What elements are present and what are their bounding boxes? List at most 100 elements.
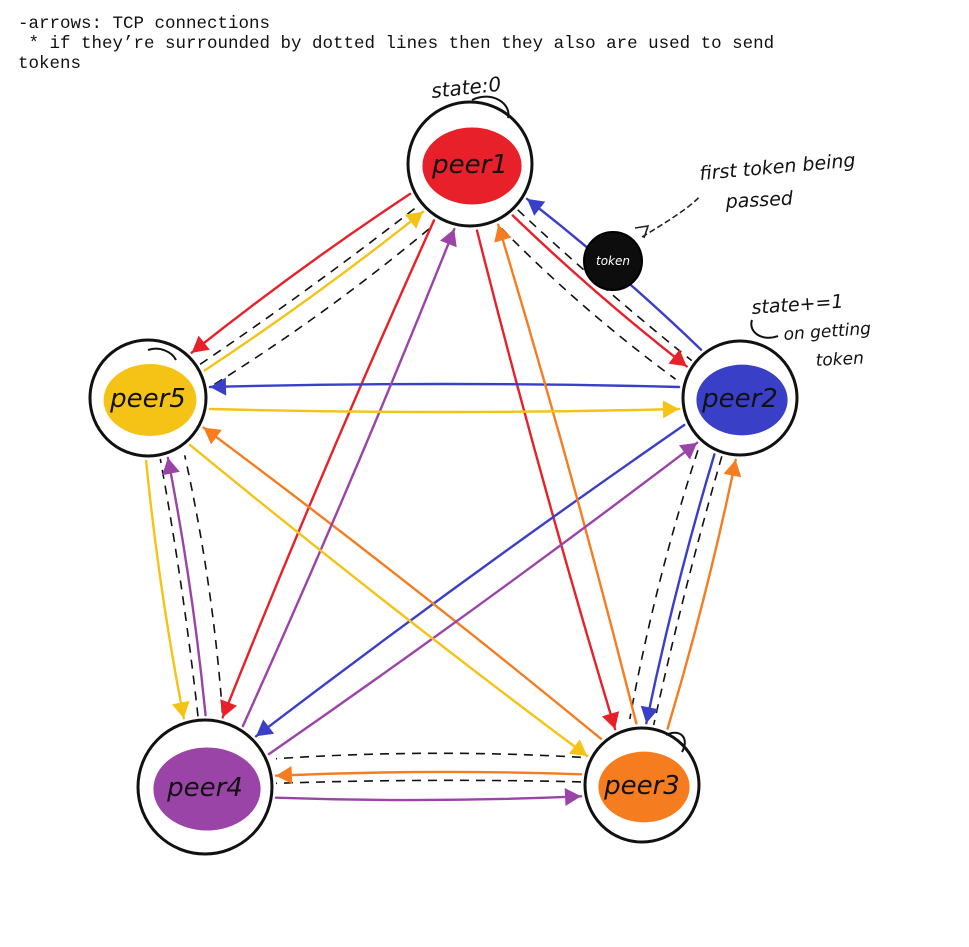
edge-arrowhead <box>275 766 293 784</box>
peer3-tag-curl <box>665 731 686 753</box>
token-ring-dash <box>214 224 434 385</box>
edge-peer2-to-peer4 <box>254 423 686 738</box>
state-init-annotation: state:0 <box>430 72 502 103</box>
token-ring-dash <box>275 779 582 785</box>
token-ring-outline-peer2-peer3 <box>629 450 723 726</box>
edge-arrowhead <box>569 739 588 756</box>
edge-line <box>666 458 737 730</box>
edge-peer3-to-peer5 <box>202 426 602 740</box>
edge-arrowhead <box>203 427 222 445</box>
edge-arrowhead <box>210 377 227 396</box>
peer4-fill <box>153 747 261 831</box>
edge-arrowhead <box>162 457 180 476</box>
peer2-label: peer2 <box>701 384 778 414</box>
peer3-outline <box>583 726 701 844</box>
edge-arrowhead <box>640 705 659 724</box>
edge-arrowhead <box>440 229 457 248</box>
edge-arrowhead <box>662 400 679 419</box>
edge-line <box>645 453 716 725</box>
edge-arrowhead <box>527 198 546 216</box>
token-ring-dash <box>159 458 199 717</box>
token-ring-dash <box>652 456 723 726</box>
peer5-outline <box>88 338 208 458</box>
edge-arrowhead <box>171 700 190 719</box>
token-ring-dash <box>199 204 420 365</box>
edge-peer5-to-peer1 <box>203 210 425 372</box>
token-ring-dash <box>183 455 224 713</box>
peer2-fill <box>696 364 788 436</box>
peer1-fill <box>422 127 522 205</box>
peer5-tag-curl <box>147 347 177 361</box>
edge-line <box>274 795 583 802</box>
peer2-node: peer2 <box>681 339 799 457</box>
state-init-pointer <box>471 95 510 119</box>
edge-line <box>497 223 638 725</box>
edge-line <box>254 423 686 738</box>
edge-arrowhead <box>220 699 237 718</box>
edge-line <box>190 192 412 354</box>
edge-line <box>166 456 207 717</box>
edge-line <box>208 407 681 414</box>
edge-peer5-to-peer4 <box>144 459 190 720</box>
edge-peer4-to-peer3 <box>274 788 583 806</box>
edge-peer1-to-peer2 <box>511 214 688 368</box>
edge-peer3-to-peer4 <box>274 766 583 784</box>
state-increment-pointer <box>750 319 779 339</box>
legend-line-2: * if they’re surrounded by dotted lines … <box>18 34 775 54</box>
edge-line <box>202 426 602 740</box>
token-ring-outline-peer3-peer4 <box>275 752 582 785</box>
token-ring-dash <box>275 752 581 760</box>
first-token-annotation-line-1: first token being <box>699 149 857 185</box>
peer1-label: peer1 <box>431 150 508 180</box>
edge-line <box>144 459 185 720</box>
peer4-node: peer4 <box>136 718 274 856</box>
edge-peer4-to-peer5 <box>162 456 207 717</box>
edge-line <box>267 441 699 756</box>
edge-arrowhead <box>564 788 582 806</box>
edge-line <box>511 214 688 368</box>
peer5-fill <box>103 364 197 436</box>
first-token-pointer-head <box>634 225 650 239</box>
edge-peer1-to-peer4 <box>220 219 436 719</box>
token-label: token <box>596 254 630 268</box>
edge-peer5-to-peer3 <box>188 443 589 758</box>
edge-peer4-to-peer2 <box>267 441 699 756</box>
first-token-pointer <box>641 195 701 238</box>
edge-peer5-to-peer2 <box>208 400 681 419</box>
edge-arrowhead <box>256 719 275 737</box>
token-ring-outline-peer4-peer5 <box>159 455 224 717</box>
peer3-fill <box>598 751 690 823</box>
peer5-node: peer5 <box>88 338 208 458</box>
peer-nodes: peer1 peer2 peer3 peer4 peer5 <box>88 100 799 856</box>
first-token-annotation-line-2: passed <box>724 187 794 213</box>
state-increment-annotation-line-2: on getting <box>783 319 872 345</box>
peer1-node: peer1 <box>406 100 534 228</box>
token-group: token <box>583 195 701 291</box>
edge-arrowhead <box>494 224 512 243</box>
token-ring-outline-peer1-peer2 <box>500 209 693 380</box>
edge-arrowhead <box>191 335 210 353</box>
edge-peer3-to-peer2 <box>666 458 742 730</box>
edge-arrowhead <box>679 442 698 460</box>
edge-line <box>208 382 681 389</box>
state-increment-annotation-line-3: token <box>815 349 864 371</box>
edge-peer1-to-peer5 <box>190 192 412 354</box>
peer3-label: peer3 <box>603 771 680 801</box>
edge-peer4-to-peer1 <box>241 227 457 728</box>
edge-line <box>203 210 425 372</box>
legend-line-3: tokens <box>18 54 82 74</box>
token-ring-dash <box>629 450 699 720</box>
peer4-outline <box>136 718 274 856</box>
state-increment-annotation-line-1: state+=1 <box>751 291 844 319</box>
legend-line-1: -arrows: TCP connections <box>18 14 271 34</box>
peer5-label: peer5 <box>109 384 186 414</box>
edge-line <box>274 770 583 777</box>
edge-peer3-to-peer1 <box>494 223 638 725</box>
edge-line <box>188 443 589 758</box>
edge-arrowhead <box>601 711 620 730</box>
edge-arrowhead <box>405 211 424 229</box>
peer2-outline <box>681 339 799 457</box>
edge-line <box>475 229 617 731</box>
